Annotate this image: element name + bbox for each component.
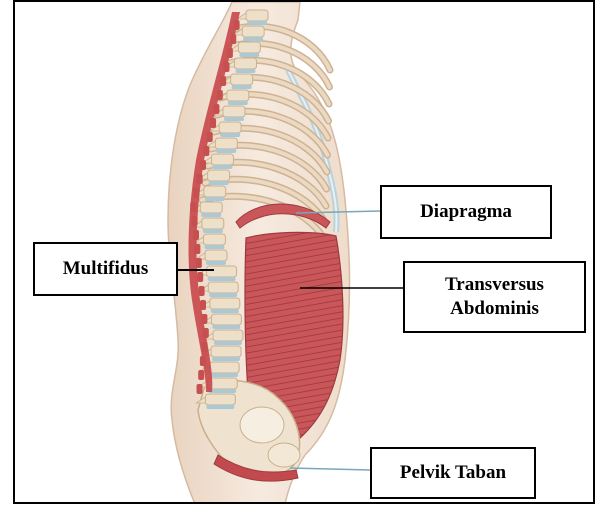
multifidus-fascicle	[197, 174, 203, 184]
intervertebral-disc	[208, 389, 236, 393]
multifidus-fascicle	[201, 314, 207, 324]
vertebra	[246, 10, 268, 21]
label-diapragma: Diapragma	[380, 185, 552, 239]
vertebra	[211, 154, 233, 165]
vertebra	[219, 122, 241, 133]
intervertebral-disc	[204, 245, 224, 249]
intervertebral-disc	[201, 213, 221, 217]
multifidus-fascicle	[190, 202, 196, 212]
intervertebral-disc	[239, 53, 259, 57]
intervertebral-disc	[209, 293, 237, 297]
multifidus-fascicle	[220, 76, 226, 86]
vertebra	[200, 202, 222, 213]
intervertebral-disc	[232, 85, 252, 89]
multifidus-fascicle	[227, 48, 233, 58]
multifidus-fascicle	[224, 62, 230, 72]
multifidus-fascicle	[213, 104, 219, 114]
label-transversus-line2: Abdominis	[450, 297, 539, 321]
vertebra	[202, 218, 224, 229]
intervertebral-disc	[243, 37, 263, 41]
multifidus-fascicle	[197, 384, 203, 394]
intervertebral-disc	[210, 373, 238, 377]
intervertebral-disc	[208, 277, 236, 281]
intervertebral-disc	[209, 181, 229, 185]
vertebra	[231, 74, 253, 85]
intervertebral-disc	[206, 261, 226, 265]
multifidus-fascicle	[210, 118, 216, 128]
intervertebral-disc	[212, 325, 240, 329]
vertebra	[203, 234, 225, 245]
multifidus-fascicle	[234, 20, 240, 30]
multifidus-fascicle	[217, 90, 223, 100]
intervertebral-disc	[235, 69, 255, 73]
vertebra	[205, 394, 235, 405]
multifidus-fascicle	[203, 328, 209, 338]
multifidus-fascicle	[198, 370, 204, 380]
vertebra	[227, 90, 249, 101]
vertebra	[234, 58, 256, 69]
multifidus-fascicle	[197, 272, 203, 282]
label-multifidus-text: Multifidus	[63, 257, 149, 281]
multifidus-fascicle	[200, 300, 206, 310]
intervertebral-disc	[216, 149, 236, 153]
vertebra	[208, 170, 230, 181]
intervertebral-disc	[206, 405, 234, 409]
multifidus-fascicle	[202, 342, 208, 352]
intervertebral-disc	[211, 309, 239, 313]
vertebra	[207, 266, 237, 277]
intervertebral-disc	[212, 357, 240, 361]
vertebra	[238, 42, 260, 53]
vertebra	[211, 346, 241, 357]
vertebra	[205, 250, 227, 261]
multifidus-fascicle	[193, 188, 199, 198]
intervertebral-disc	[228, 101, 248, 105]
intervertebral-disc	[205, 197, 225, 201]
multifidus-fascicle	[200, 160, 206, 170]
multifidus-fascicle	[193, 230, 199, 240]
multifidus-fascicle	[192, 216, 198, 226]
vertebra	[204, 186, 226, 197]
intervertebral-disc	[203, 229, 223, 233]
label-transversus-abdominis: Transversus Abdominis	[403, 261, 586, 333]
vertebra	[210, 298, 240, 309]
pelvik-taban-pointer-line	[290, 468, 370, 470]
intervertebral-disc	[247, 21, 267, 25]
intervertebral-disc	[224, 117, 244, 121]
vertebra	[242, 26, 264, 37]
label-diapragma-text: Diapragma	[420, 200, 512, 224]
intervertebral-disc	[212, 165, 232, 169]
label-multifidus: Multifidus	[33, 242, 178, 296]
multifidus-fascicle	[194, 244, 200, 254]
vertebra	[213, 330, 243, 341]
vertebra	[215, 138, 237, 149]
intervertebral-disc	[214, 341, 242, 345]
multifidus-fascicle	[196, 258, 202, 268]
multifidus-fascicle	[207, 132, 213, 142]
multifidus-fascicle	[199, 286, 205, 296]
multifidus-fascicle	[200, 356, 206, 366]
multifidus-fascicle	[230, 34, 236, 44]
label-transversus-line1: Transversus	[445, 273, 544, 297]
intervertebral-disc	[220, 133, 240, 137]
multifidus-fascicle	[203, 146, 209, 156]
vertebra	[211, 314, 241, 325]
label-pelvik-taban-text: Pelvik Taban	[400, 461, 506, 485]
vertebra	[223, 106, 245, 117]
vertebra	[209, 362, 239, 373]
label-pelvik-taban: Pelvik Taban	[370, 447, 536, 499]
vertebra	[208, 282, 238, 293]
